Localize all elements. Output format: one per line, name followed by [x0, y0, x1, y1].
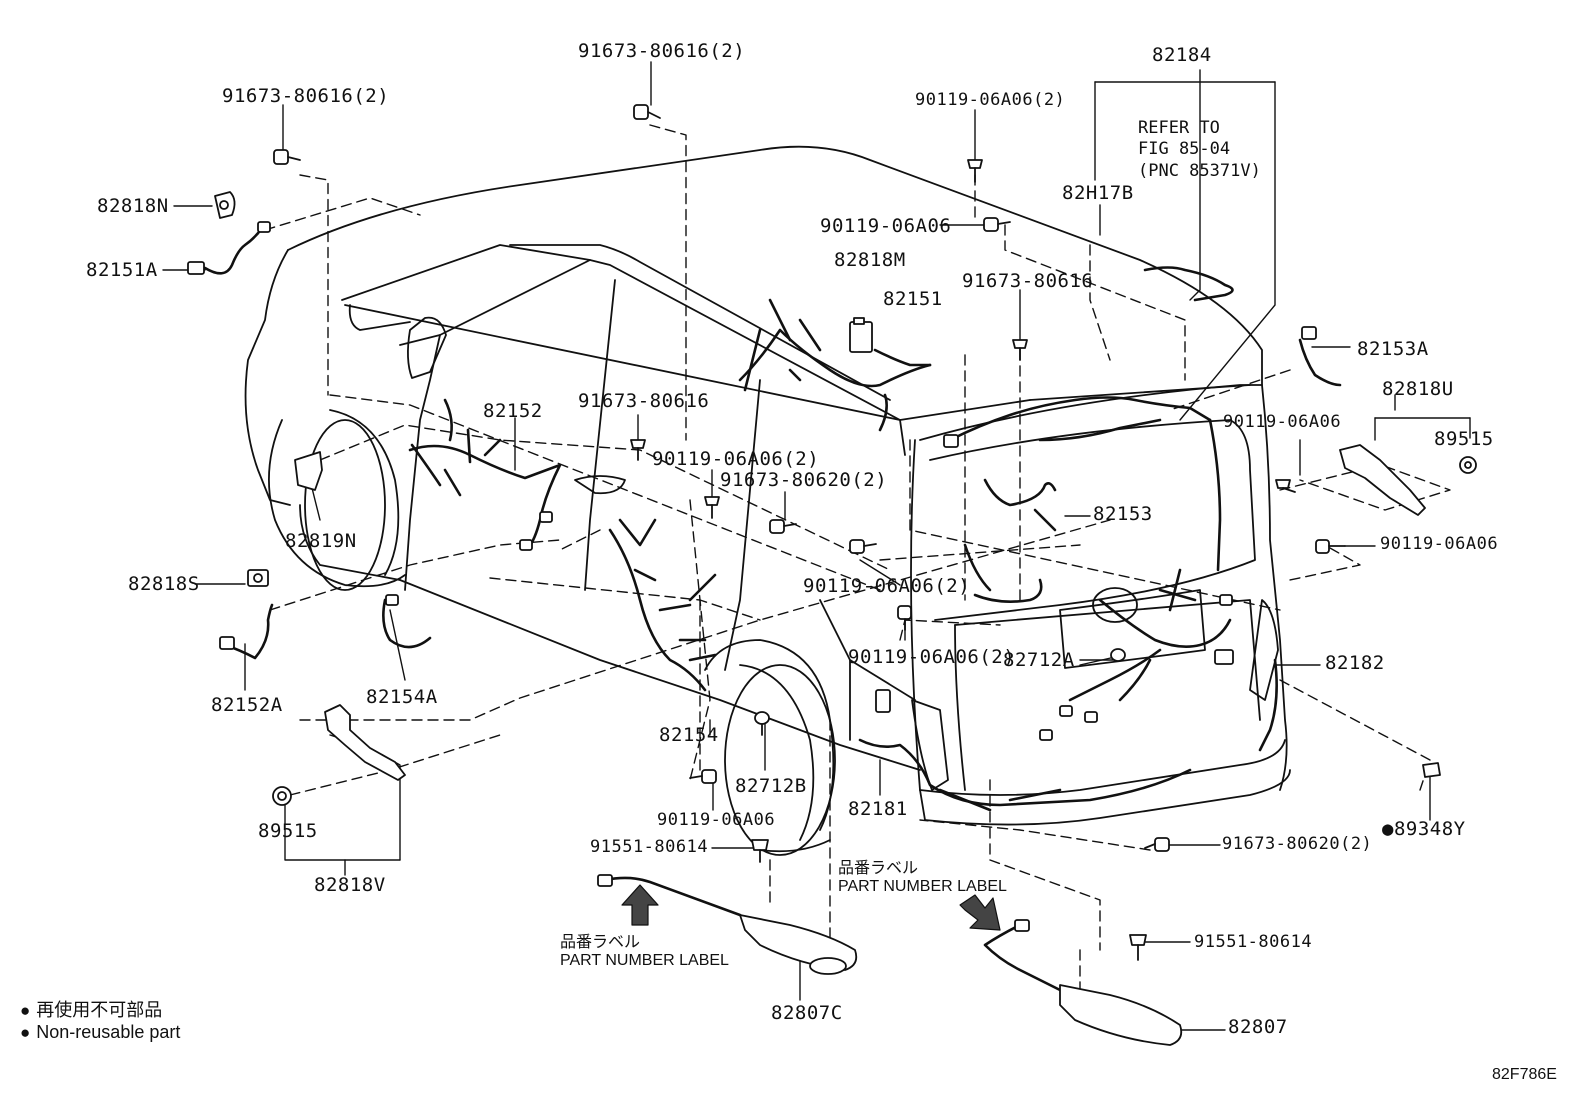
- bracket-82818M: [849, 317, 873, 353]
- callout-91673-80616-mid: 91673-80616: [578, 390, 710, 412]
- callout-90119-06A06-2-c: 90119-06A06(2): [848, 646, 1016, 668]
- bolt-90119-06A06-b: [849, 539, 877, 554]
- part-number-label-note-right: 品番ラベル PART NUMBER LABEL: [838, 860, 1007, 897]
- legend-jp-text: 再使用不可部品: [36, 1000, 163, 1020]
- bolt-91673-80620-mid: [769, 519, 797, 534]
- bolt-91673-80616-right: [1012, 339, 1028, 361]
- callout-82152: 82152: [483, 400, 543, 422]
- callout-91673-80620-2-bot: 91673-80620(2): [1222, 834, 1373, 854]
- bolt-90119-06A06-a: [704, 496, 720, 519]
- module-82807: [1059, 984, 1183, 1046]
- sensor-89515-left: [272, 786, 292, 806]
- module-82807C: [739, 914, 858, 975]
- callout-82184: 82184: [1152, 44, 1212, 66]
- callout-82712B: 82712B: [735, 775, 807, 797]
- callout-82153: 82153: [1093, 503, 1153, 525]
- bolt-91673-80616-mid: [630, 439, 646, 461]
- bracket-82818U: [1339, 444, 1426, 516]
- part-number-label-note-left: 品番ラベル PART NUMBER LABEL: [560, 934, 729, 971]
- bolt-90119-06A06-r2: [1315, 539, 1346, 554]
- callout-82181: 82181: [848, 798, 908, 820]
- bolt-91551-80614-left: [751, 839, 769, 863]
- callout-82H17B: 82H17B: [1062, 182, 1134, 204]
- callout-91551-80614-left: 91551-80614: [590, 837, 709, 857]
- sensor-89515-right: [1459, 456, 1477, 474]
- callout-82151: 82151: [883, 288, 943, 310]
- callout-82151A: 82151A: [86, 259, 158, 281]
- bracket-82819N: [294, 451, 323, 491]
- callout-90119-06A06-bot: 90119-06A06: [657, 810, 776, 830]
- bolt-91673-80616-top: [633, 104, 661, 120]
- callout-90119-06A06-2-a: 90119-06A06(2): [652, 448, 820, 470]
- reference-note: REFER TO FIG 85-04 (PNC 85371V): [1138, 118, 1261, 182]
- callout-91673-80616-2-top: 91673-80616(2): [578, 40, 746, 62]
- bolt-90119-06A06-r1: [1275, 479, 1296, 493]
- diagram-code: 82F786E: [1492, 1066, 1557, 1083]
- callout-82818U: 82818U: [1382, 378, 1454, 400]
- callout-89348Y: ●89348Y: [1382, 818, 1466, 840]
- bolt-90119-06A06-bot: [689, 769, 717, 784]
- callout-82818N: 82818N: [97, 195, 169, 217]
- callout-90119-06A06-2-b: 90119-06A06(2): [803, 575, 971, 597]
- callout-82818V: 82818V: [314, 874, 386, 896]
- bolt-91673-80616-left: [273, 149, 301, 165]
- callout-82807C: 82807C: [771, 1002, 843, 1024]
- clip-89348Y: [1422, 762, 1441, 778]
- bolt-91673-80620-bot: [1144, 837, 1170, 852]
- bracket-82818V: [324, 704, 406, 781]
- callout-82154A: 82154A: [366, 686, 438, 708]
- callout-82807: 82807: [1228, 1016, 1288, 1038]
- callout-90119-06A06-r1: 90119-06A06: [1223, 412, 1342, 432]
- fasteners-and-components: [187, 104, 1477, 1046]
- clip-82712B: [754, 711, 770, 736]
- bullet-icon: ●: [20, 1023, 31, 1042]
- part-number-label-jp: 品番ラベル: [560, 934, 641, 951]
- bolt-90119-06A06-c: [897, 605, 912, 631]
- callout-82712A: 82712A: [1003, 649, 1075, 671]
- callout-91551-80614-right: 91551-80614: [1194, 932, 1313, 952]
- callout-82152A: 82152A: [211, 694, 283, 716]
- part-number-label-arrows: [621, 884, 1001, 931]
- part-number-label-jp: 品番ラベル: [838, 860, 919, 877]
- callout-90119-06A06-r2: 90119-06A06: [1380, 534, 1499, 554]
- arrow-up-icon: [621, 884, 659, 926]
- callout-90119-06A06-top2: 90119-06A06: [820, 215, 952, 237]
- callout-90119-06A06-2-top: 90119-06A06(2): [915, 90, 1066, 110]
- vehicle-body-outline: [244, 145, 1291, 856]
- callout-91673-80616-right: 91673-80616: [962, 270, 1094, 292]
- callout-89515-left: 89515: [258, 820, 318, 842]
- reference-line-3: (PNC 85371V): [1138, 160, 1261, 181]
- part-number-label-en: PART NUMBER LABEL: [560, 952, 729, 970]
- clip-82712A: [1110, 648, 1126, 662]
- bolt-91551-80614-right: [1129, 934, 1147, 961]
- arrow-down-right-icon: [959, 894, 1001, 931]
- legend-jp: ● 再使用不可部品: [20, 996, 162, 1022]
- sensor-82818N: [214, 191, 236, 219]
- callout-lines: [162, 61, 1471, 1031]
- callout-82182: 82182: [1325, 652, 1385, 674]
- callout-91673-80616-2-left: 91673-80616(2): [222, 85, 390, 107]
- bolt-90119-06A06-top2: [983, 217, 1011, 232]
- legend-en: ● Non-reusable part: [20, 1022, 180, 1043]
- bracket-82818S: [247, 569, 269, 587]
- reference-line-2: FIG 85-04: [1138, 139, 1231, 160]
- callout-89515-right: 89515: [1434, 428, 1494, 450]
- callout-82819N: 82819N: [285, 530, 357, 552]
- callout-82153A: 82153A: [1357, 338, 1429, 360]
- callout-82818S: 82818S: [128, 573, 200, 595]
- bullet-icon: ●: [20, 1001, 31, 1020]
- callout-82154: 82154: [659, 724, 719, 746]
- callout-82818M: 82818M: [834, 249, 906, 271]
- bolt-90119-06A06-top: [967, 159, 983, 183]
- dashed-leader-lines: [264, 124, 1451, 1001]
- wire-harnesses: [203, 226, 1342, 992]
- part-number-label-en: PART NUMBER LABEL: [838, 878, 1007, 896]
- reference-line-1: REFER TO: [1138, 118, 1220, 138]
- callout-91673-80620-2-mid: 91673-80620(2): [720, 469, 888, 491]
- legend-en-text: Non-reusable part: [36, 1022, 181, 1042]
